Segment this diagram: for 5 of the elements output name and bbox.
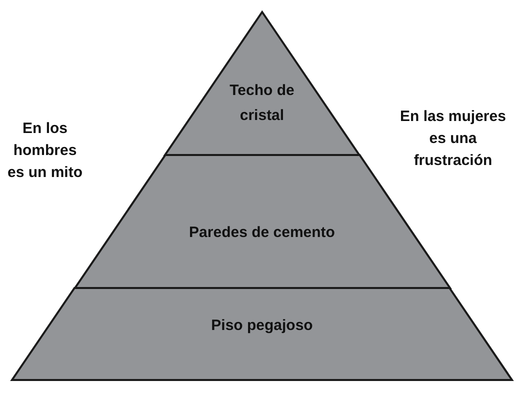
level-label: Paredes de cemento [188, 222, 336, 242]
level-label: Techo de cristal [228, 81, 296, 126]
side-note: En los hombres es un mito [6, 119, 84, 183]
side-note: En las mujeres es una frustración [399, 107, 507, 171]
level-label: Piso pegajoso [210, 316, 314, 336]
